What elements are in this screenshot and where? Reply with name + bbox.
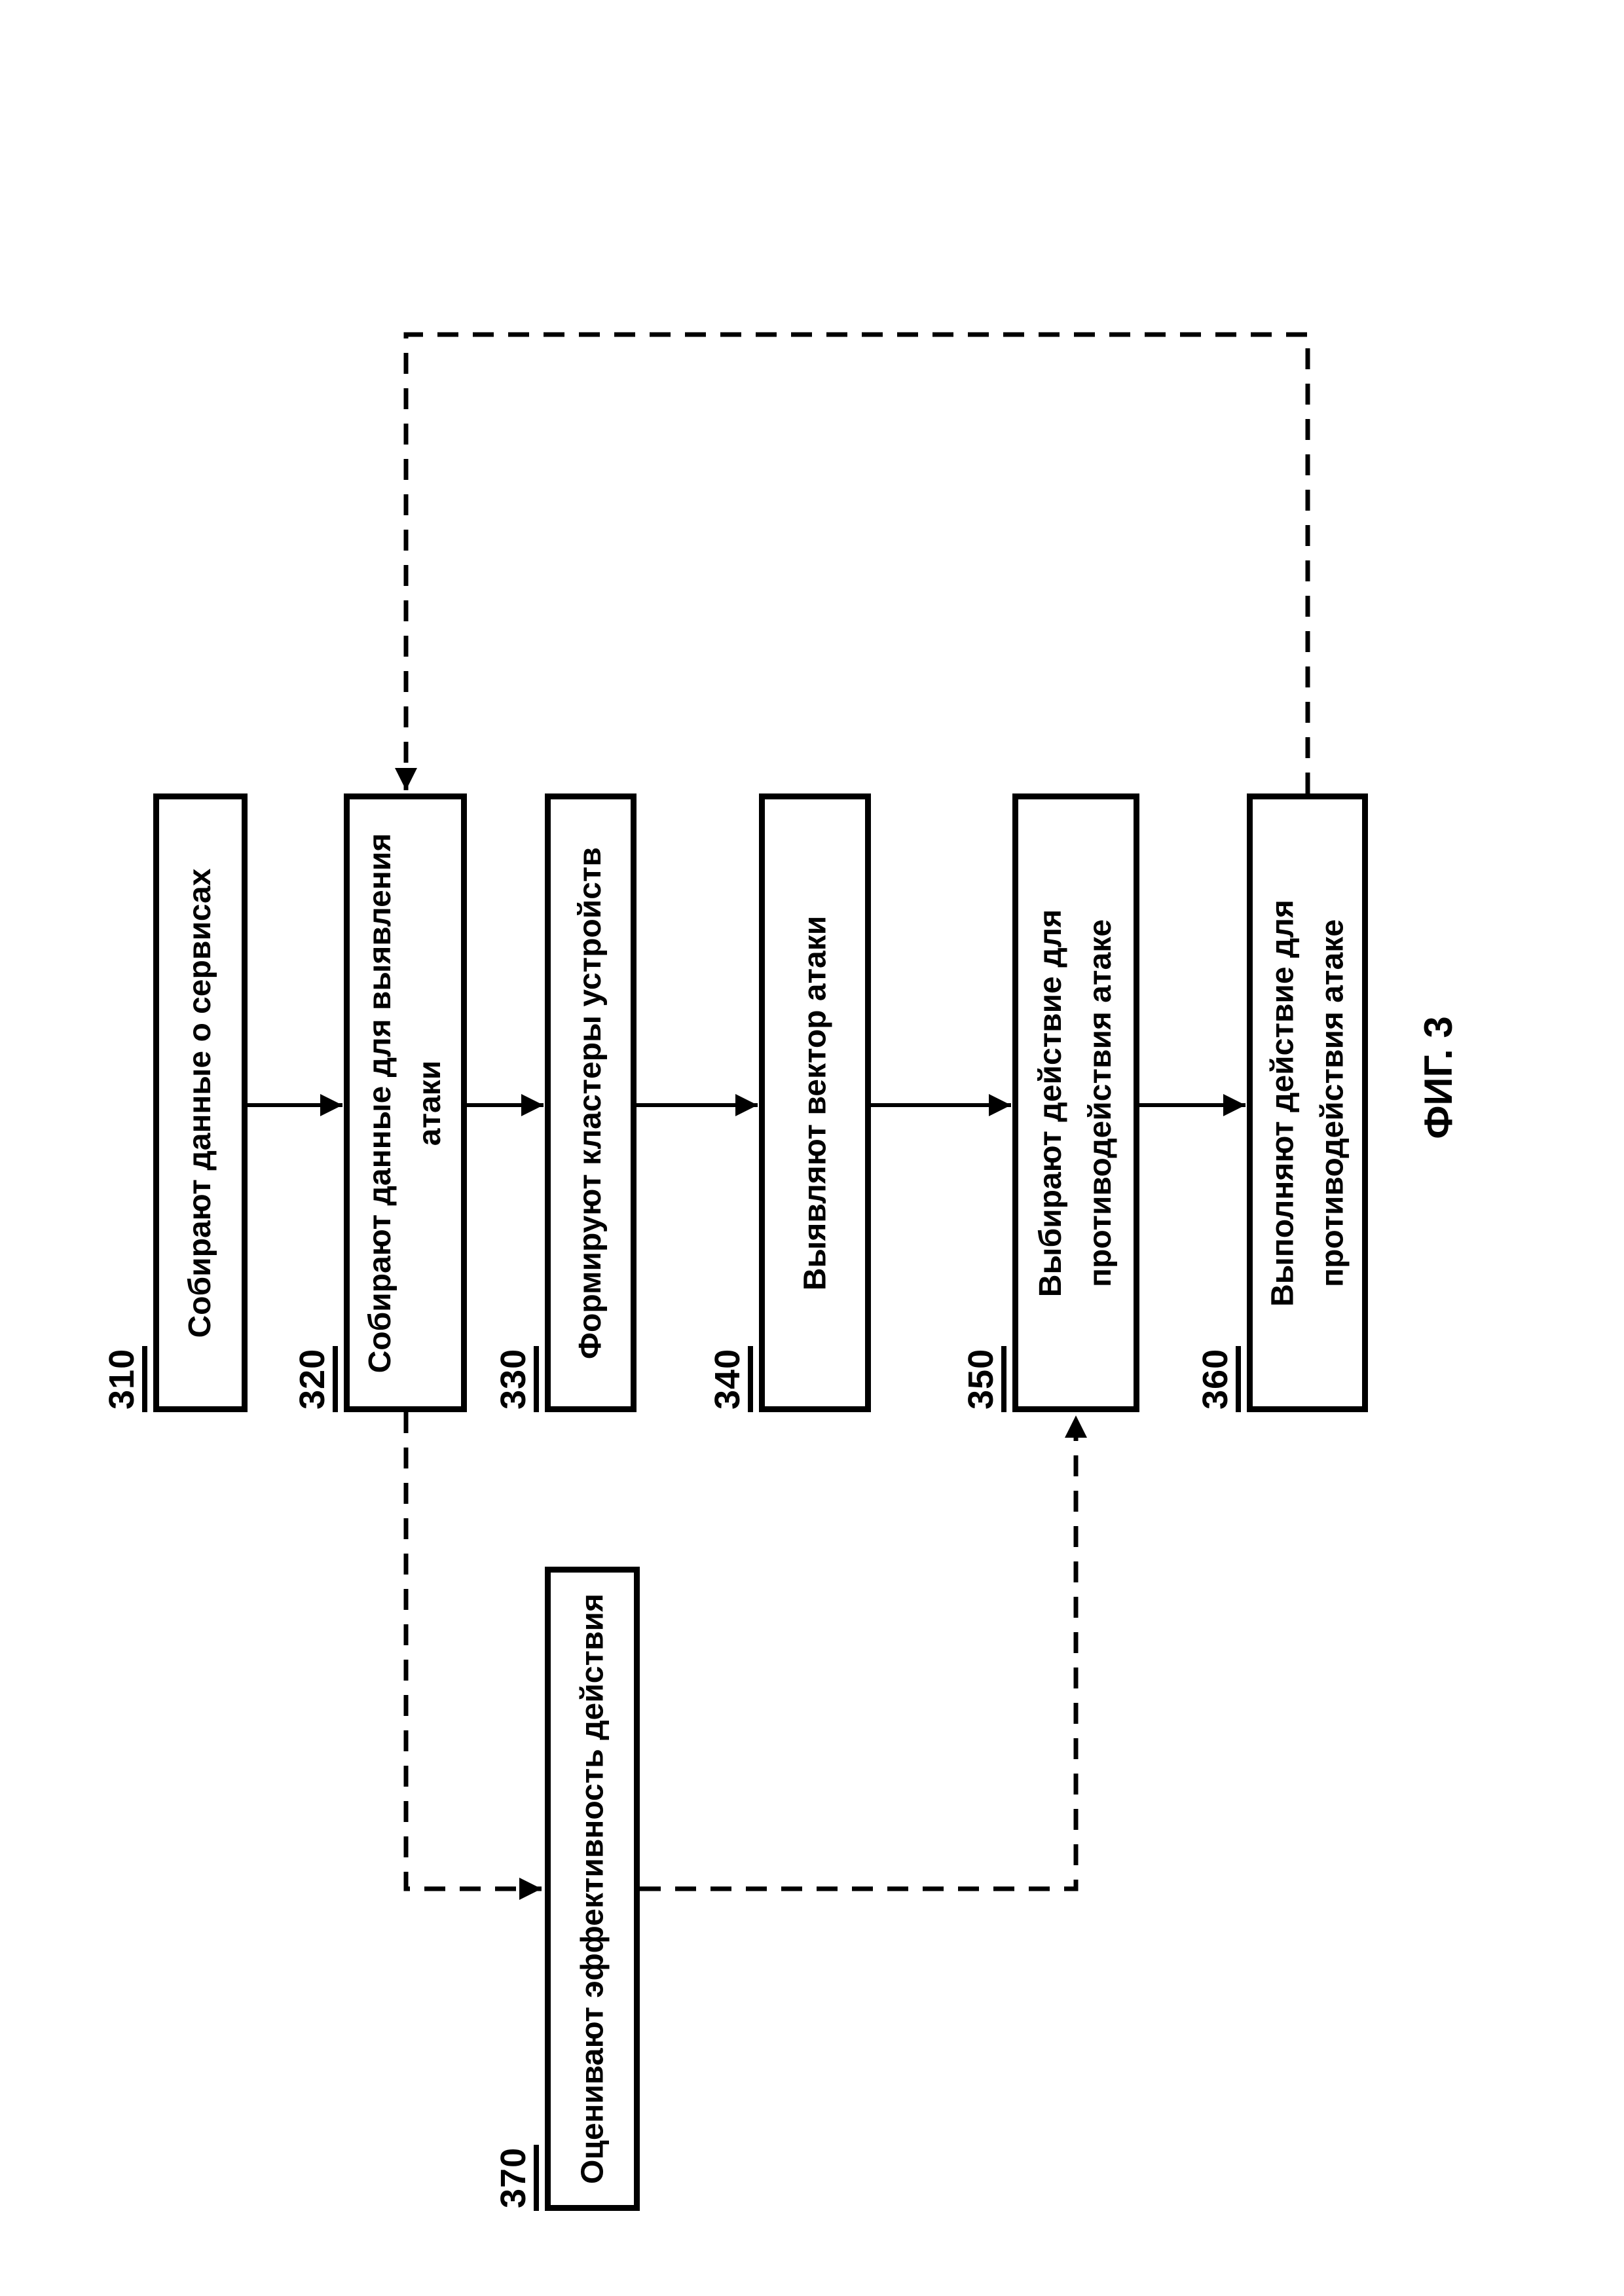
flow-box-310: Собирают данные о сервисах — [153, 793, 248, 1412]
step-label-350: 350 — [961, 1294, 1006, 1412]
flow-box-340: Выявляют вектор атаки — [759, 793, 871, 1412]
figure-caption-text: ФИГ. 3 — [1416, 1016, 1460, 1139]
dashed-320-370 — [403, 1412, 542, 1900]
flow-box-330: Формируют кластеры устройств — [545, 793, 637, 1412]
dashed-loop-360-320 — [395, 332, 1310, 793]
flow-box-350-text-line1: Выбирают действие для — [1033, 909, 1068, 1297]
step-number-360: 360 — [1196, 1345, 1241, 1412]
step-label-310: 310 — [102, 1294, 147, 1412]
step-number-370: 370 — [494, 2144, 539, 2211]
step-number-350: 350 — [961, 1345, 1006, 1412]
flow-box-330-text: Формируют кластеры устройств — [573, 847, 608, 1359]
flow-box-360: Выполняют действие для противодействия а… — [1247, 793, 1368, 1412]
flow-box-360-text-line1: Выполняют действие для — [1264, 899, 1300, 1307]
figure-caption: ФИГ. 3 — [1416, 1013, 1460, 1142]
step-label-320: 320 — [293, 1294, 338, 1412]
flow-box-320: Собирают данные для выявления атаки — [344, 793, 467, 1412]
flow-box-340-text: Выявляют вектор атаки — [797, 915, 832, 1290]
step-label-340: 340 — [708, 1294, 753, 1412]
flow-box-370-text: Оценивают эффективность действия — [574, 1594, 610, 2184]
step-label-370: 370 — [494, 2093, 539, 2211]
flow-box-320-text-line1: Собирают данные для выявления — [363, 833, 397, 1373]
flow-box-370: Оценивают эффективность действия — [545, 1567, 640, 2211]
flow-box-350: Выбирают действие для противодействия ат… — [1012, 793, 1139, 1412]
step-number-310: 310 — [102, 1345, 147, 1412]
flow-box-360-text-line2: противодействия атаке — [1314, 919, 1350, 1287]
step-number-340: 340 — [708, 1345, 753, 1412]
flow-box-320-text-line2: атаки — [413, 1060, 447, 1146]
step-label-360: 360 — [1196, 1294, 1241, 1412]
step-number-330: 330 — [494, 1345, 539, 1412]
flow-box-310-text: Собирают данные о сервисах — [183, 867, 217, 1338]
flow-box-350-text-line2: противодействия атаке — [1083, 919, 1118, 1287]
dashed-370-350 — [640, 1415, 1087, 1891]
step-number-320: 320 — [293, 1345, 338, 1412]
step-label-330: 330 — [494, 1294, 539, 1412]
